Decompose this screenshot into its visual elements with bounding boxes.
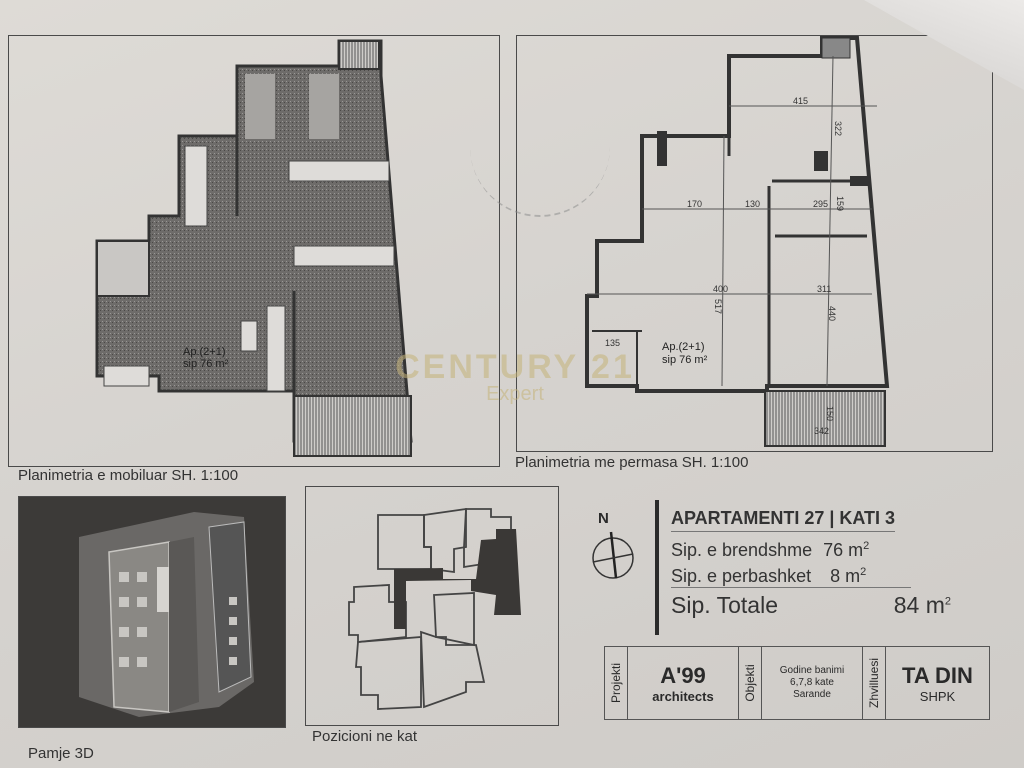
north-arrow-icon [592,531,634,579]
developer-cell: TA DIN SHPK [886,647,989,719]
interior-area-value: 76 m2 [823,540,870,560]
shared-area-value: 8 m2 [830,566,867,586]
floor-position-panel [305,486,559,726]
svg-text:159: 159 [835,196,845,211]
unit-type-text: Ap.(2+1) [183,346,226,358]
dimensioned-plan-caption: Planimetria me permasa SH. 1:100 [515,454,749,471]
interior-area-row: Sip. e brendshme 76 m2 [671,540,911,561]
interior-area-label: Sip. e brendshme [671,540,813,560]
apartment-info-block: APARTAMENTI 27 | KATI 3 Sip. e brendshme… [655,500,989,635]
object-line-3: Sarande [793,689,831,700]
shared-area-label: Sip. e perbashket [671,566,812,586]
unit-area-text: sip 76 m² [662,354,708,366]
svg-text:295: 295 [813,199,828,209]
compass-north-label: N [598,510,609,527]
developer-label: Zhvilluesi [863,647,886,719]
dimensioned-unit-label: Ap.(2+1) sip 76 m² [662,341,707,367]
dimensioned-plan-panel: 415 322 170 130 295 159 400 517 311 440 … [516,35,993,452]
floor-position-caption: Pozicioni ne kat [312,728,418,745]
unit-type-text: Ap.(2+1) [662,341,705,353]
3d-view-panel [18,496,286,728]
object-cell: Godine banimi 6,7,8 kate Sarande [762,647,863,719]
title-block: Projekti A'99 architects Objekti Godine … [604,646,990,720]
building-3d-render [19,497,285,727]
svg-text:400: 400 [713,284,728,294]
project-name: A'99 [660,662,706,688]
developer-sub: SHPK [919,688,956,704]
total-area-value: 84 m2 [893,592,951,618]
svg-text:342: 342 [814,426,829,436]
svg-text:170: 170 [687,199,702,209]
dimensioned-floor-plan-drawing: 415 322 170 130 295 159 400 517 311 440 … [585,36,890,447]
project-label: Projekti [605,647,628,719]
project-sub: architects [652,688,714,704]
svg-text:415: 415 [793,96,808,106]
3d-view-caption: Pamje 3D [28,745,94,762]
svg-text:135: 135 [605,338,620,348]
furnished-plan-caption: Planimetria e mobiluar SH. 1:100 [18,467,239,484]
object-label: Objekti [739,647,762,719]
developer-name: TA DIN [902,662,973,688]
furnished-plan-panel: Ap.(2+1) sip 76 m² [8,35,500,467]
total-area-row: Sip. Totale 84 m2 [671,592,971,619]
apartment-title: APARTAMENTI 27 | KATI 3 [671,508,896,532]
svg-text:130: 130 [745,199,760,209]
object-line-2: 6,7,8 kate [790,677,834,688]
furnished-floor-plan-drawing [95,39,413,457]
total-area-label: Sip. Totale [671,592,778,618]
unit-area-text: sip 76 m² [183,358,229,370]
svg-text:311: 311 [817,284,831,294]
svg-text:517: 517 [713,299,723,314]
faded-stamp [470,125,610,217]
furnished-unit-label: Ap.(2+1) sip 76 m² [183,346,228,370]
floor-position-diagram [348,507,521,710]
object-line-1: Godine banimi [779,665,845,676]
shared-area-row: Sip. e perbashket 8 m2 [671,566,911,588]
svg-text:150: 150 [825,406,835,421]
svg-text:440: 440 [827,306,837,321]
project-cell: A'99 architects [628,647,739,719]
svg-text:322: 322 [833,121,843,136]
